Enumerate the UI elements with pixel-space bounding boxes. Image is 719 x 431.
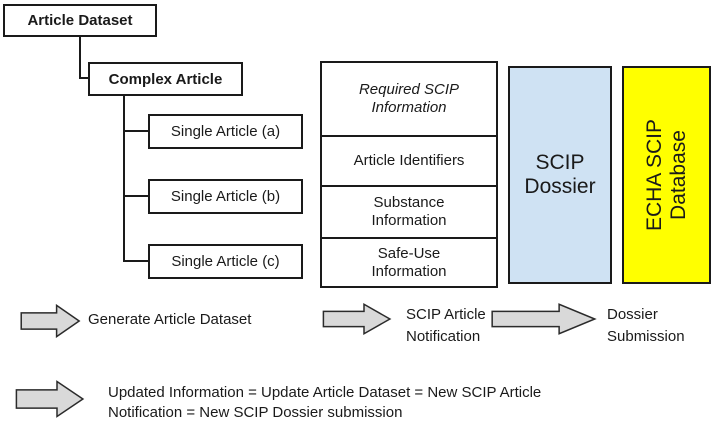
echa-scip-database-box: ECHA SCIP Database [622, 66, 711, 284]
connector-line [123, 260, 148, 262]
right-arrow-icon [490, 303, 598, 335]
tree-node-single-article-c: Single Article (c) [148, 244, 303, 279]
step-label-scip-article-notification: SCIP Article Notification [406, 306, 486, 345]
update-note-line-1: Updated Information = Update Article Dat… [108, 384, 542, 401]
table-row: Safe-Use Information [322, 237, 496, 286]
right-arrow-icon [15, 380, 85, 418]
table-header-label: Required SCIP Information [358, 81, 460, 116]
tree-node-label: Complex Article [108, 70, 223, 88]
table-header-row: Required SCIP Information [322, 63, 496, 135]
step-label-generate-article-dataset: Generate Article Dataset [88, 311, 252, 328]
table-row: Substance Information [322, 185, 496, 237]
tree-node-label: Article Dataset [27, 12, 133, 29]
connector-line [123, 96, 125, 262]
right-arrow-icon [20, 304, 81, 338]
scip-dossier-label: SCIP Dossier [524, 151, 596, 198]
update-note-line-2: Notification = New SCIP Dossier submissi… [108, 404, 403, 421]
tree-node-complex-article: Complex Article [88, 62, 243, 96]
table-cell-safe-use-information: Safe-Use Information [371, 244, 447, 280]
right-arrow-icon [322, 303, 392, 335]
tree-node-label: Single Article (c) [171, 253, 280, 270]
connector-line [123, 195, 148, 197]
step-label-dossier-submission: Dossier Submission [607, 306, 685, 345]
connector-line [79, 77, 88, 79]
tree-node-single-article-b: Single Article (b) [148, 179, 303, 214]
tree-node-single-article-a: Single Article (a) [148, 114, 303, 149]
update-note-text: Updated Information = Update Article Dat… [108, 383, 541, 423]
echa-scip-database-label: ECHA SCIP Database [642, 118, 690, 232]
connector-line [123, 130, 148, 132]
scip-dossier-box: SCIP Dossier [508, 66, 612, 284]
table-row: Article Identifiers [322, 135, 496, 185]
required-scip-information-table: Required SCIP Information Article Identi… [320, 61, 498, 288]
connector-line [79, 37, 81, 79]
table-cell-article-identifiers: Article Identifiers [353, 152, 465, 169]
tree-node-article-dataset: Article Dataset [3, 4, 157, 37]
tree-node-label: Single Article (b) [170, 188, 281, 205]
tree-node-label: Single Article (a) [170, 123, 281, 140]
table-cell-substance-information: Substance Information [371, 194, 447, 229]
